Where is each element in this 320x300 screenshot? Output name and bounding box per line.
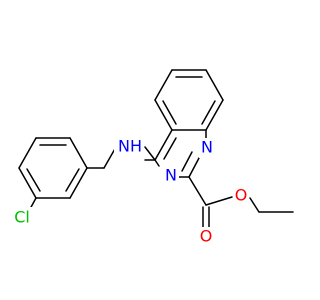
benzo-ring <box>154 69 224 131</box>
label-background <box>199 138 215 158</box>
label-background <box>233 186 249 206</box>
pyrimidine-ring <box>144 129 207 178</box>
label-background <box>163 166 179 186</box>
carbonyl-oxygen-label: O <box>200 227 213 246</box>
ring-nitrogen-bottom-label: N <box>165 166 177 185</box>
bond <box>188 176 207 206</box>
bond <box>154 99 173 131</box>
bond <box>205 99 224 131</box>
bond <box>249 197 260 213</box>
bond <box>144 146 156 161</box>
label-background <box>114 136 144 156</box>
chlorine-label: Cl <box>14 208 30 227</box>
chlorophenyl-ring <box>18 137 88 210</box>
double-bond-inner <box>163 137 177 160</box>
double-bond-inner <box>162 100 177 125</box>
double-bond-inner <box>201 100 216 125</box>
double-bond-inner <box>181 151 193 172</box>
bond <box>205 69 224 101</box>
ester-oxygen-label: O <box>235 186 248 205</box>
bond <box>154 159 160 167</box>
bond <box>69 167 88 199</box>
bond <box>18 167 37 199</box>
bond <box>188 157 200 178</box>
bond <box>154 69 173 101</box>
double-bond-inner <box>65 168 80 192</box>
ester-group <box>188 176 294 229</box>
molecule-structure: NH N N O O Cl <box>10 69 294 247</box>
bond <box>154 129 173 161</box>
bond <box>69 137 88 169</box>
double-bond-inner <box>26 168 41 192</box>
ring-nitrogen-top-label: N <box>201 138 213 157</box>
bond <box>18 137 37 169</box>
label-background <box>10 207 34 227</box>
label-background <box>198 227 214 247</box>
amine-nh-label: NH <box>118 137 142 156</box>
structure-canvas: NH N N O O Cl <box>10 69 294 247</box>
bond <box>205 196 233 206</box>
atom-labels: NH N N O O Cl <box>10 136 249 247</box>
